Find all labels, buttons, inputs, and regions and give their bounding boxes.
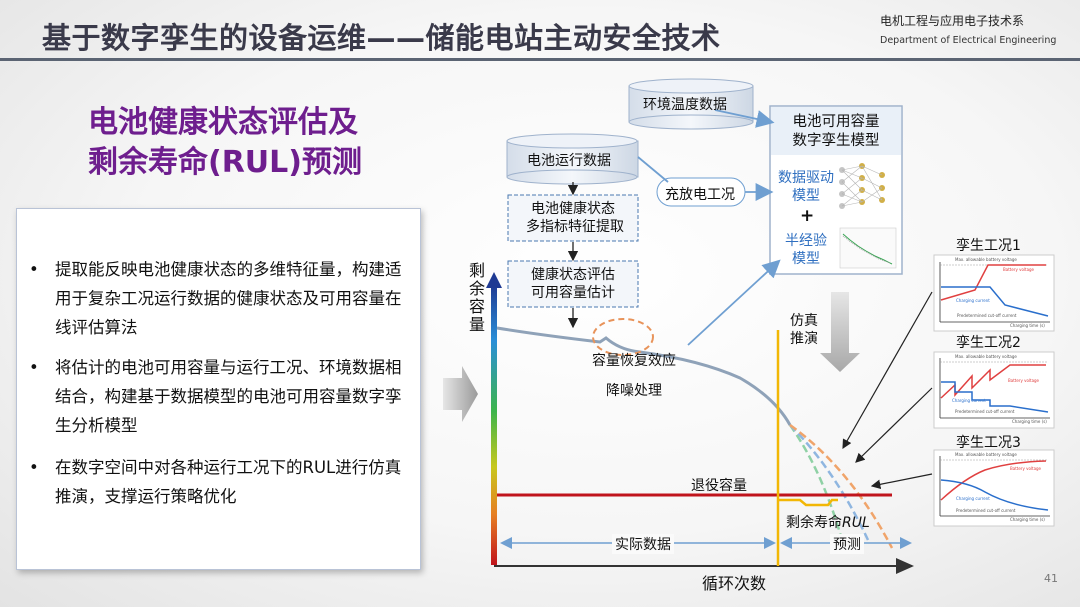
feature-extraction-line-1: 电池健康状态 xyxy=(531,201,615,217)
rul-label-suffix: RUL xyxy=(842,515,870,531)
mini-battery-voltage-2: Battery voltage xyxy=(1008,378,1040,383)
mini-charging-current-3: Charging current xyxy=(956,496,990,501)
twin-model-line-2: 数字孪生模型 xyxy=(792,133,880,149)
condition-pointer xyxy=(855,387,933,463)
semi-empirical-line-2: 模型 xyxy=(792,251,820,267)
actual-data-label: 实际数据 xyxy=(612,534,674,554)
mini-max-voltage-1: Max. allowable battery voltage xyxy=(955,257,1017,262)
twin-model-line-1: 电池可用容量 xyxy=(792,114,880,130)
prediction-curve-1 xyxy=(788,424,844,541)
condition-3-label: 孪生工况3 xyxy=(956,435,1021,451)
section-heading-line-2: 剩余寿命(RUL)预测 xyxy=(88,145,362,180)
y-axis-gradient xyxy=(491,285,497,565)
capacity-curve xyxy=(496,326,792,426)
env-temp-label: 环境温度数据 xyxy=(643,97,727,113)
bullet-text: 将估计的电池可用容量与运行工况、环境数据相结合，构建基于数据模型的电池可用容量数… xyxy=(55,358,402,435)
mini-charging-time-2: Charging time (s) xyxy=(1012,419,1047,424)
bullet-dot: • xyxy=(29,458,39,477)
denoise-label: 降噪处理 xyxy=(606,383,662,399)
mini-charging-time-3: Charging time (s) xyxy=(1010,517,1045,522)
mini-charging-time-1: Charging time (s) xyxy=(1010,323,1045,328)
feature-extraction-line-2: 多指标特征提取 xyxy=(526,219,624,235)
data-driven-line-1: 数据驱动 xyxy=(778,170,834,186)
soh-estimation-label: 健康状态评估 可用容量估计 xyxy=(526,266,620,302)
condition-pointer xyxy=(870,473,933,490)
soh-estimation-line-2: 可用容量估计 xyxy=(531,285,615,301)
simulation-line-1: 仿真 xyxy=(790,313,818,329)
capacity-recovery-label: 容量恢复效应 xyxy=(592,353,676,369)
condition-2-chart xyxy=(933,351,1055,429)
mini-battery-voltage-1: Battery voltage xyxy=(1003,267,1035,272)
prediction-curve-3 xyxy=(789,423,894,549)
mini-max-voltage-3: Max. allowable battery voltage xyxy=(955,452,1017,457)
simulation-label: 仿真 推演 xyxy=(790,312,818,348)
semi-empirical-line-1: 半经验 xyxy=(785,233,827,249)
header-divider xyxy=(0,58,1080,61)
charge-condition-label: 充放电工况 xyxy=(665,187,735,203)
soh-estimation-line-1: 健康状态评估 xyxy=(531,267,615,283)
condition-pointer xyxy=(842,291,933,450)
x-axis-label: 循环次数 xyxy=(702,574,767,593)
capacity-recovery-marker xyxy=(592,318,654,356)
data-driven-model-label: 数据驱动 模型 xyxy=(778,169,834,205)
mini-battery-voltage-3: Battery voltage xyxy=(1010,466,1042,471)
prediction-label: 预测 xyxy=(830,534,864,554)
retire-capacity-label: 退役容量 xyxy=(691,478,747,494)
plus-sign: + xyxy=(800,206,815,226)
neural-network-icon xyxy=(839,163,885,209)
flow-arrow xyxy=(637,156,669,183)
mini-predetermined-1: Predetermined cut-off current xyxy=(957,313,1017,318)
soh-estimation-box xyxy=(507,260,639,308)
condition-1-chart xyxy=(933,254,1055,332)
section-heading: 电池健康状态评估及 剩余寿命(RUL)预测 xyxy=(88,103,362,183)
rul-label: 剩余寿命RUL xyxy=(786,512,870,532)
rul-label-prefix: 剩余寿命 xyxy=(786,515,842,531)
prediction-curve-2 xyxy=(789,424,870,541)
feature-extraction-box xyxy=(507,194,639,242)
env-temp-data-node xyxy=(628,78,754,130)
battery-data-label: 电池运行数据 xyxy=(527,153,611,169)
bullet-text: 提取能反映电池健康状态的多维特征量，构建适用于复杂工况运行数据的健康状态及可用容… xyxy=(55,260,402,337)
page-number: 41 xyxy=(1044,572,1058,585)
bullet-text: 在数字空间中对各种运行工况下的RUL进行仿真推演，支撑运行策略优化 xyxy=(55,458,402,506)
transition-arrow xyxy=(443,366,478,422)
rul-indicator xyxy=(778,498,838,507)
condition-1-label: 孪生工况1 xyxy=(956,238,1021,254)
simulation-down-arrow xyxy=(820,292,860,372)
bullet-text-box: • 提取能反映电池健康状态的多维特征量，构建适用于复杂工况运行数据的健康状态及可… xyxy=(16,208,421,570)
semi-empirical-model-label: 半经验 模型 xyxy=(778,232,834,268)
bullet-dot: • xyxy=(29,358,39,377)
battery-data-node xyxy=(506,133,639,185)
mini-predetermined-2: Predetermined cut-off current xyxy=(955,409,1015,414)
mini-max-voltage-2: Max. allowable battery voltage xyxy=(955,354,1017,359)
department-name-cn: 电机工程与应用电子技术系 xyxy=(880,14,1025,28)
feature-extraction-label: 电池健康状态 多指标特征提取 xyxy=(526,200,624,236)
semi-empirical-plot-icon xyxy=(839,227,897,269)
y-axis-label: 剩余容量 xyxy=(469,261,486,334)
department-name-en: Department of Electrical Engineering xyxy=(880,35,1057,46)
flow-arrow xyxy=(714,109,775,128)
mini-charging-current-2: Charging current xyxy=(952,398,986,403)
twin-model-title: 电池可用容量 数字孪生模型 xyxy=(786,113,886,151)
simulation-line-2: 推演 xyxy=(790,331,818,347)
flow-arrow xyxy=(687,259,781,346)
mini-charging-current-1: Charging current xyxy=(956,298,990,303)
bullet-dot: • xyxy=(29,260,39,279)
section-heading-line-1: 电池健康状态评估及 xyxy=(88,105,358,140)
condition-2-label: 孪生工况2 xyxy=(956,335,1021,351)
mini-predetermined-3: Predetermined cut-off current xyxy=(956,508,1016,513)
condition-3-chart xyxy=(933,449,1055,527)
slide-title: 基于数字孪生的设备运维——储能电站主动安全技术 xyxy=(42,21,721,55)
data-driven-line-2: 模型 xyxy=(792,188,820,204)
y-axis-arrow xyxy=(486,272,502,288)
